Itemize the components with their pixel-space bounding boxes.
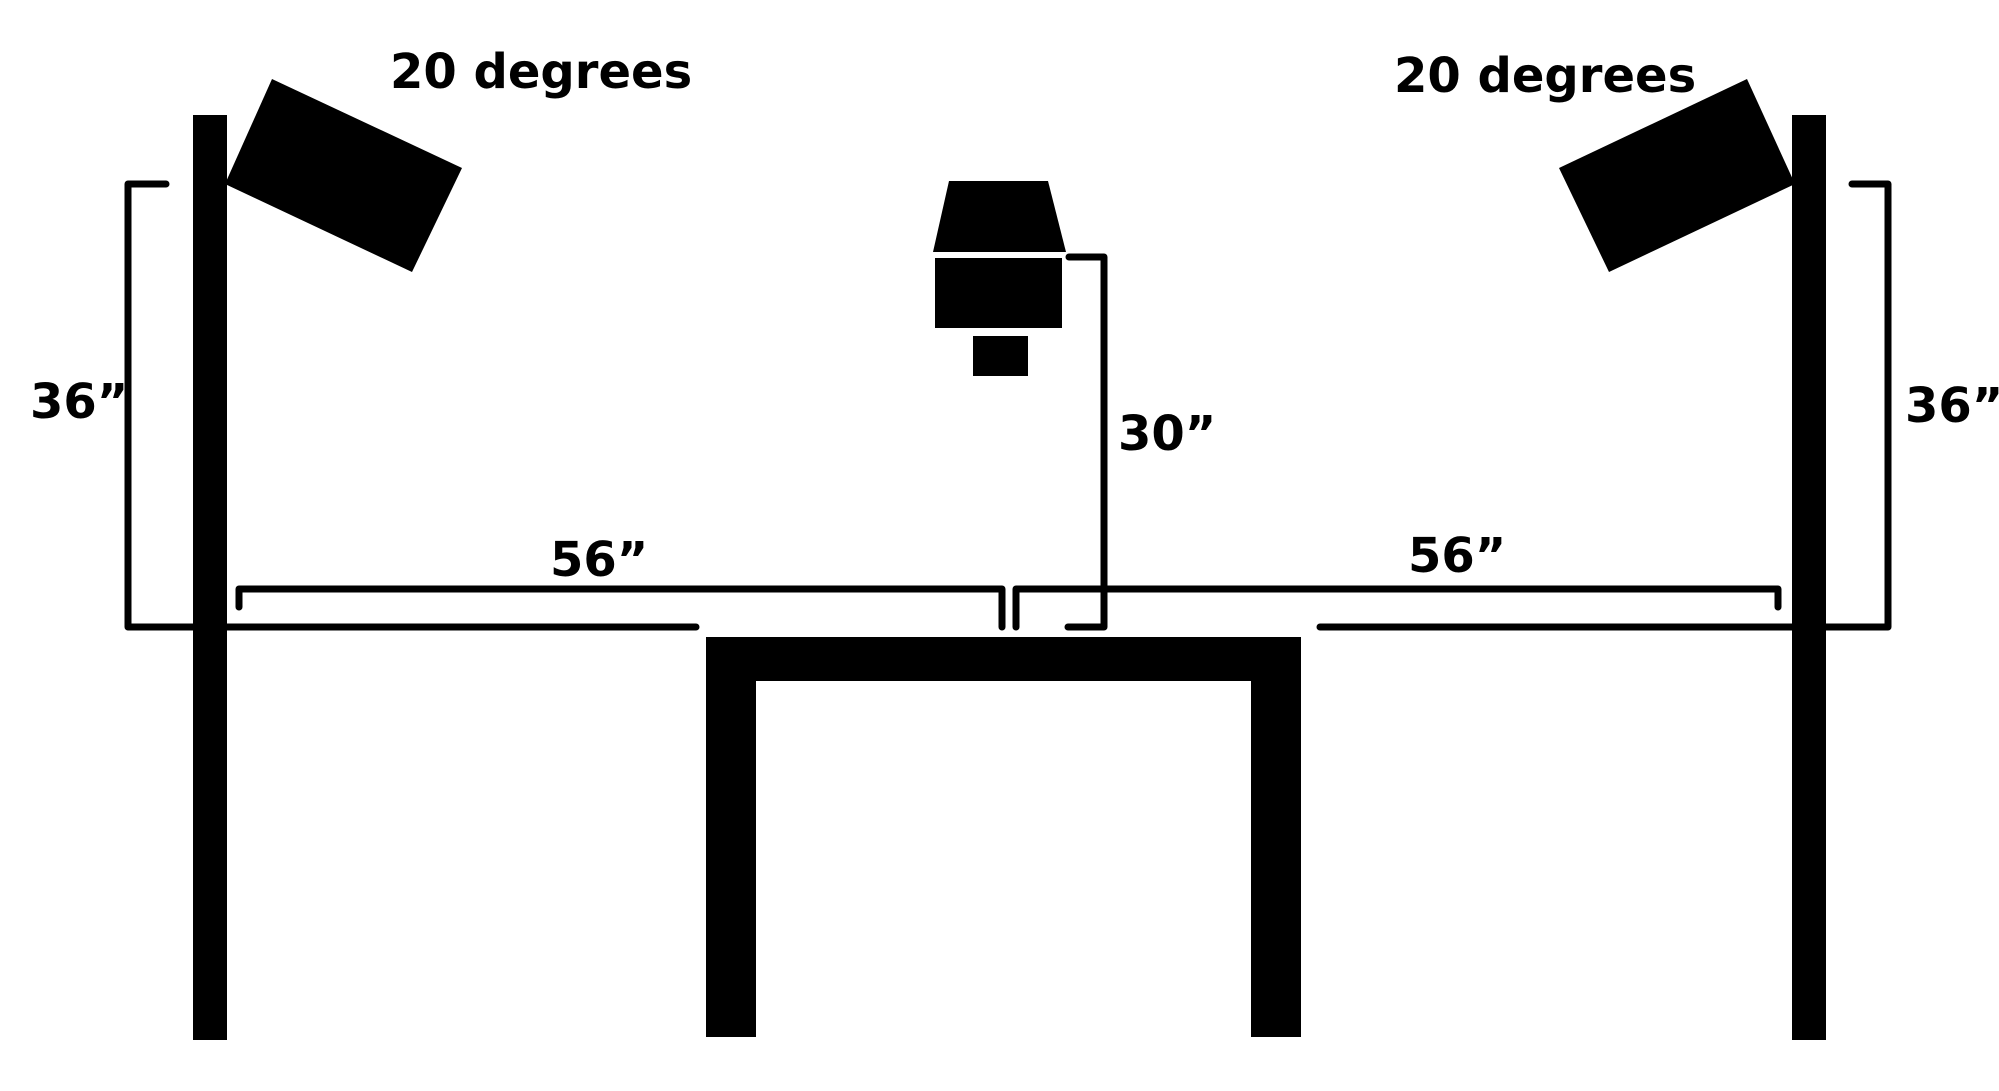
left-light-angle-label: 20 degrees <box>390 44 692 100</box>
table-leg-left <box>706 637 756 1037</box>
left-distance-bracket <box>235 585 1006 631</box>
table-leg-right <box>1251 637 1301 1037</box>
camera-height-label: 30” <box>1118 406 1216 462</box>
left-light-stand <box>193 115 227 1040</box>
camera-body <box>935 258 1062 328</box>
right-light-stand <box>1792 115 1826 1040</box>
table <box>706 637 1301 1037</box>
camera-height-bracket <box>1064 253 1108 631</box>
right-light-height-label: 36” <box>1905 378 1999 434</box>
table-top <box>706 637 1299 681</box>
camera-top <box>933 181 1066 252</box>
right-distance-bracket <box>1012 585 1782 631</box>
right-light-head-icon <box>1559 79 1795 272</box>
right-distance-label: 56” <box>1408 528 1506 584</box>
camera-icon <box>933 181 1066 376</box>
left-height-bracket <box>124 180 700 631</box>
right-light-angle-label: 20 degrees <box>1394 48 1696 104</box>
left-distance-label: 56” <box>550 532 648 588</box>
left-light-height-label: 36” <box>30 374 128 430</box>
left-light-head-icon <box>225 79 462 272</box>
right-height-bracket <box>1316 180 1892 631</box>
camera-lens <box>973 336 1028 376</box>
